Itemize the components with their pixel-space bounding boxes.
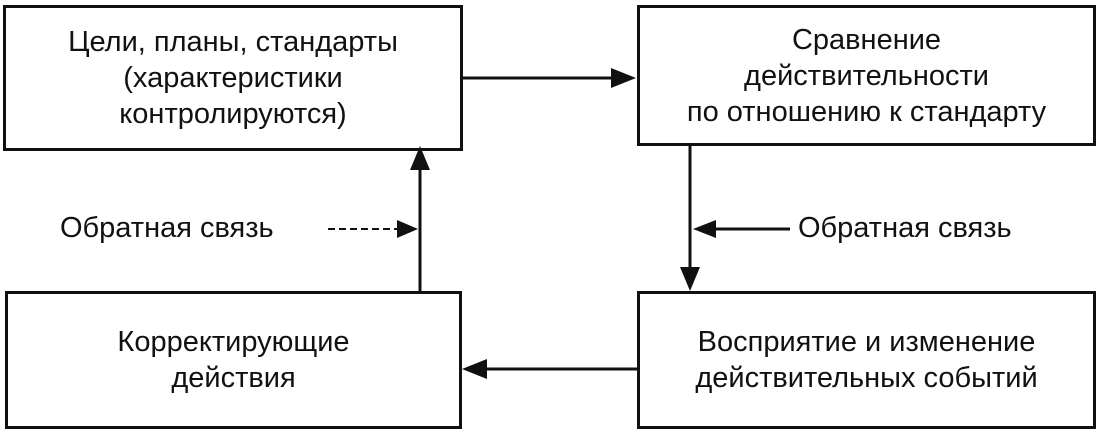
goals-plans-standards-box: Цели, планы, стандарты (характеристики к… <box>3 5 463 151</box>
perception-box: Восприятие и изменение действительных со… <box>637 291 1096 429</box>
feedback-label-right: Обратная связь <box>798 212 1012 244</box>
perception-line-2: действительных событий <box>695 362 1038 394</box>
compare-line-1: Сравнение <box>791 23 942 56</box>
goals-line-2: (характеристики <box>123 62 343 94</box>
arrowhead-down-right <box>680 267 700 291</box>
arrowhead-left-feedback <box>693 220 716 238</box>
arrowhead-right-feedback <box>397 220 418 238</box>
arrowhead-left-bottom <box>462 359 487 379</box>
goals-line-3: контролируются) <box>119 98 347 130</box>
feedback-label-left: Обратная связь <box>60 212 274 244</box>
arrowhead-up <box>410 146 430 170</box>
arrowhead-right-top <box>611 68 636 88</box>
compare-line-3: по отношению к стандарту <box>686 95 1047 128</box>
corrective-actions-box: Корректирующие действия <box>5 291 462 429</box>
goals-line-1: Цели, планы, стандарты <box>68 26 398 58</box>
corrective-line-1: Корректирующие <box>117 326 350 358</box>
comparison-box: Сравнение действительности по отношению … <box>637 5 1096 146</box>
perception-line-1: Восприятие и изменение <box>697 326 1036 358</box>
compare-line-2: действительности <box>744 59 989 92</box>
corrective-line-2: действия <box>171 362 296 394</box>
